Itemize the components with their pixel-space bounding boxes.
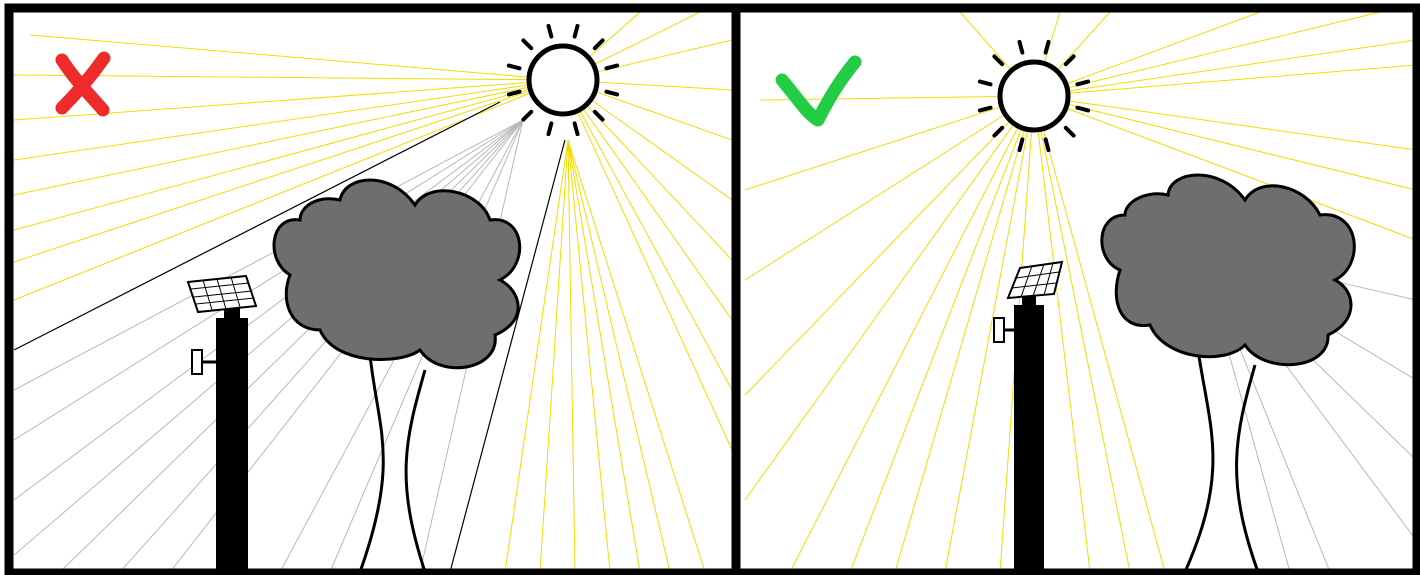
sun-ray-tick <box>506 89 522 97</box>
tree <box>1100 173 1356 572</box>
sun-ray-tick <box>1043 39 1051 55</box>
sun-ray-tick <box>977 79 993 87</box>
lamp-head-icon <box>993 317 1014 343</box>
ray-line <box>1033 39 1416 97</box>
ray-line <box>1033 12 1381 97</box>
lamp-head-icon <box>191 349 216 375</box>
ray-line <box>1033 95 1416 151</box>
shade-boundary-line <box>449 139 566 572</box>
sun-ray-tick <box>572 121 580 137</box>
ray-line <box>14 119 524 391</box>
ray-line <box>14 79 564 196</box>
sun-ray-tick <box>1043 137 1051 153</box>
ray-line <box>14 79 564 263</box>
ray-line <box>567 139 641 572</box>
ray-line <box>14 119 524 441</box>
tree-canopy <box>272 178 522 370</box>
sun-ray-tick <box>1063 54 1076 67</box>
ray-line <box>567 139 611 572</box>
pole <box>1014 305 1044 572</box>
solar-light-pole <box>993 260 1064 572</box>
ray-line <box>744 95 1035 396</box>
ray-line <box>562 79 732 261</box>
sun-ray-tick <box>992 54 1005 67</box>
ray-line <box>562 79 732 391</box>
solar-light-pole <box>186 274 258 572</box>
ray-line <box>504 139 569 572</box>
ray-line <box>744 95 1035 281</box>
ray-line <box>944 95 1035 572</box>
sun-icon <box>506 23 620 137</box>
sun-ray-tick <box>506 63 522 71</box>
red-x-icon <box>55 51 111 117</box>
ray-line <box>789 95 1035 572</box>
sun-ray-tick <box>1017 39 1025 55</box>
ray-line <box>14 79 564 231</box>
sun-ray-tick <box>604 63 620 71</box>
sun-ray-tick <box>1075 105 1091 113</box>
ray-line <box>1033 95 1416 241</box>
ray-line <box>14 119 524 501</box>
panel-incorrect-placement <box>14 12 732 572</box>
ray-line <box>1033 12 1261 97</box>
sun-ray-tick <box>1075 79 1091 87</box>
ray-line <box>567 139 706 572</box>
sun-ray-tick <box>1017 137 1025 153</box>
sun-ray-tick <box>521 38 534 51</box>
ray-line <box>1033 95 1166 572</box>
ray-line <box>29 34 564 81</box>
sun-ray-tick <box>592 38 605 51</box>
ray-line <box>14 74 564 81</box>
sun-ray-tick <box>521 109 534 122</box>
solar-panel-icon <box>1006 260 1064 300</box>
ray-line <box>1033 95 1131 572</box>
ray-line <box>1033 95 1416 191</box>
ray-line <box>562 79 732 451</box>
sun-ray-tick <box>1063 125 1076 138</box>
ray-line <box>744 95 1035 501</box>
sun-ray-tick <box>572 23 580 39</box>
ray-line <box>849 95 1035 572</box>
ray-line <box>1033 64 1416 97</box>
ray-line <box>744 95 1035 191</box>
sun-icon <box>977 39 1091 153</box>
tree <box>272 178 522 572</box>
ray-line <box>567 139 671 572</box>
shade-boundary-line <box>14 101 501 351</box>
ray-line <box>14 79 564 161</box>
sun-rays <box>744 12 1416 572</box>
ray-line <box>539 139 569 572</box>
ray-line <box>567 139 576 572</box>
ray-line <box>1033 95 1091 572</box>
sun-ray-tick <box>992 125 1005 138</box>
sun-ray-tick <box>977 105 993 113</box>
green-check-icon <box>775 55 862 127</box>
sun-ray-tick <box>604 89 620 97</box>
sun-ray-tick <box>592 109 605 122</box>
panel-correct-placement <box>744 12 1416 572</box>
tree-trunk <box>1183 349 1260 572</box>
ray-line <box>894 95 1035 572</box>
solar-panel-icon <box>186 274 258 314</box>
tree-trunk <box>358 354 427 572</box>
sun-ray-tick <box>546 23 554 39</box>
tree-canopy <box>1100 173 1356 367</box>
panel-frames <box>4 3 1420 575</box>
pole <box>216 318 248 572</box>
ray-line <box>562 79 732 321</box>
sun-ray-tick <box>546 121 554 137</box>
